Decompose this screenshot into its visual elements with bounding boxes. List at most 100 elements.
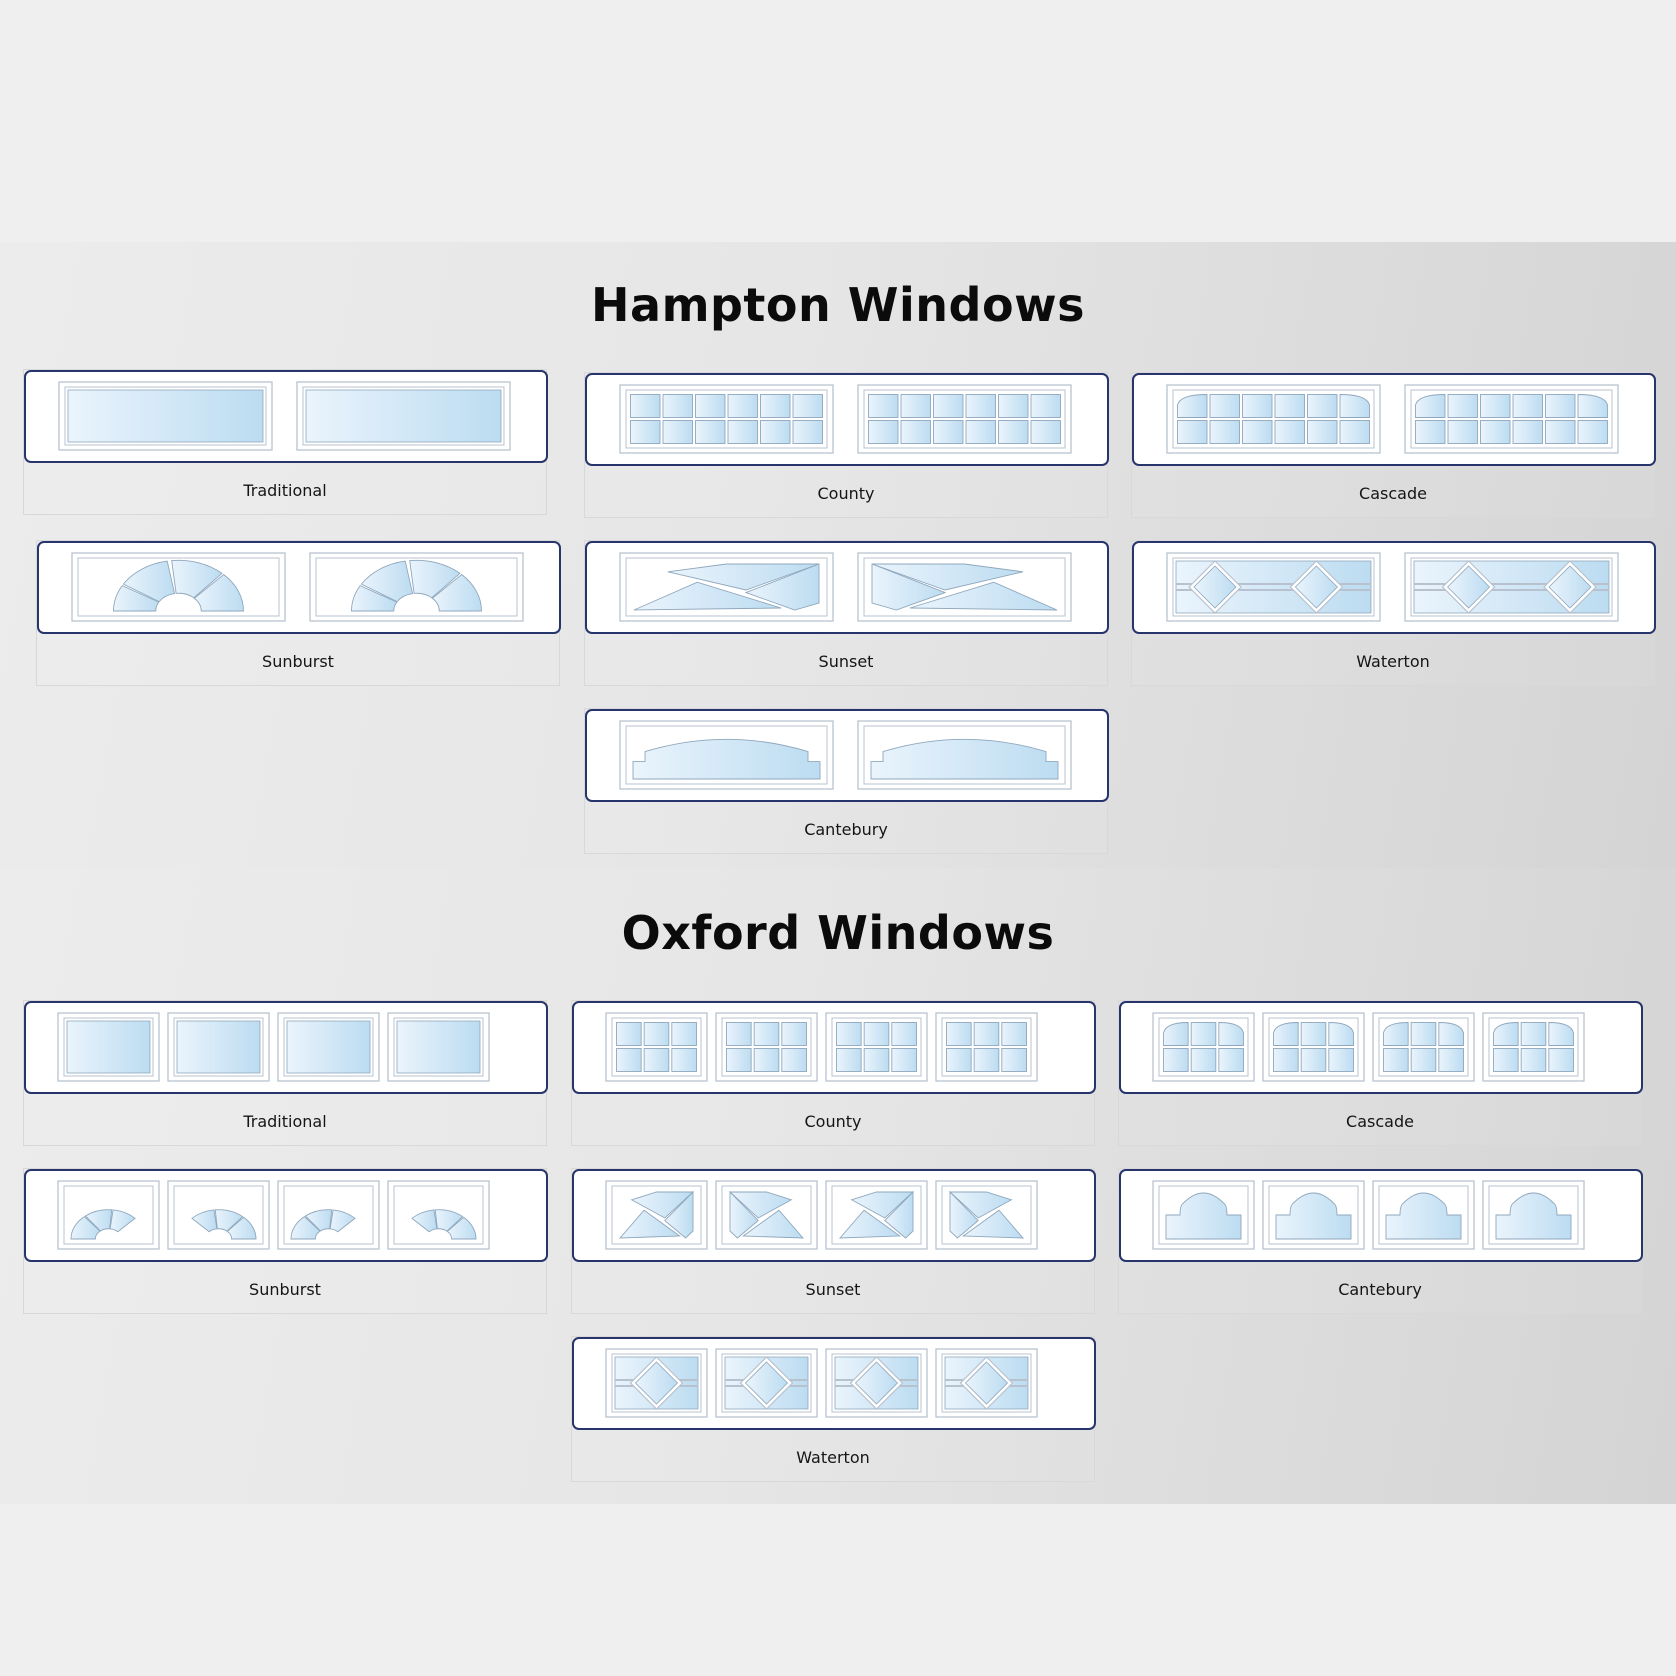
cantebury-window-panel — [585, 709, 1109, 802]
sunburst-window-panel — [24, 1169, 548, 1262]
traditional-window-panel — [24, 370, 548, 463]
oxford-traditional-option[interactable]: Traditional — [23, 1000, 548, 1146]
oxford-cantebury-option[interactable]: Cantebury — [1118, 1168, 1643, 1314]
cascade-label: Cascade — [1346, 1112, 1414, 1131]
sunset-window-illustration — [619, 552, 1072, 622]
sunburst-window-pane-4 — [387, 1180, 490, 1250]
waterton-window-panel — [572, 1337, 1096, 1430]
county-window-pane-1 — [605, 1012, 708, 1082]
waterton-window-pane-2 — [715, 1348, 818, 1418]
county-window-pane-2 — [715, 1012, 818, 1082]
county-window-illustration — [619, 384, 1072, 454]
cantebury-window-pane-3 — [1372, 1180, 1475, 1250]
traditional-window-pane-1 — [58, 381, 273, 451]
sunburst-label: Sunburst — [262, 652, 334, 671]
sunburst-window-pane-3 — [277, 1180, 380, 1250]
waterton-window-pane-1 — [1166, 552, 1381, 622]
section-title-oxford: Oxford Windows — [621, 906, 1055, 960]
sunburst-window-panel — [37, 541, 561, 634]
sunset-window-panel — [572, 1169, 1096, 1262]
county-window-panel — [585, 373, 1109, 466]
hampton-sunset-option[interactable]: Sunset — [584, 540, 1109, 686]
county-label: County — [804, 1112, 862, 1131]
waterton-label: Waterton — [1356, 652, 1430, 671]
section-title-hampton: Hampton Windows — [591, 278, 1085, 332]
cantebury-label: Cantebury — [1338, 1280, 1422, 1299]
sunburst-window-pane-2 — [309, 552, 524, 622]
sunburst-window-pane-1 — [57, 1180, 160, 1250]
sunburst-window-pane-1 — [71, 552, 286, 622]
waterton-window-panel — [1132, 541, 1656, 634]
cascade-window-pane-2 — [1404, 384, 1619, 454]
traditional-window-pane-2 — [296, 381, 511, 451]
cantebury-window-pane-4 — [1482, 1180, 1585, 1250]
county-window-pane-3 — [825, 1012, 928, 1082]
sunset-window-pane-1 — [605, 1180, 708, 1250]
sunset-label: Sunset — [818, 652, 874, 671]
hampton-cascade-option[interactable]: Cascade — [1131, 372, 1656, 518]
waterton-window-illustration — [605, 1348, 1038, 1418]
county-window-illustration — [605, 1012, 1038, 1082]
hampton-cantebury-option[interactable]: Cantebury — [584, 708, 1109, 854]
waterton-window-illustration — [1166, 552, 1619, 622]
oxford-sunset-option[interactable]: Sunset — [571, 1168, 1096, 1314]
sunset-window-pane-4 — [935, 1180, 1038, 1250]
cascade-window-pane-4 — [1482, 1012, 1585, 1082]
oxford-waterton-option[interactable]: Waterton — [571, 1336, 1096, 1482]
cantebury-window-pane-1 — [1152, 1180, 1255, 1250]
traditional-label: Traditional — [243, 1112, 327, 1131]
county-label: County — [817, 484, 875, 503]
cascade-window-illustration — [1166, 384, 1619, 454]
cascade-window-pane-2 — [1262, 1012, 1365, 1082]
waterton-window-pane-4 — [935, 1348, 1038, 1418]
county-window-pane-1 — [619, 384, 834, 454]
waterton-window-pane-2 — [1404, 552, 1619, 622]
cascade-window-panel — [1119, 1001, 1643, 1094]
sunburst-label: Sunburst — [249, 1280, 321, 1299]
sunburst-window-pane-2 — [167, 1180, 270, 1250]
cantebury-window-pane-2 — [1262, 1180, 1365, 1250]
sunset-label: Sunset — [805, 1280, 861, 1299]
cascade-window-pane-1 — [1166, 384, 1381, 454]
traditional-window-pane-1 — [57, 1012, 160, 1082]
hampton-sunburst-option[interactable]: Sunburst — [36, 540, 561, 686]
traditional-window-pane-4 — [387, 1012, 490, 1082]
traditional-window-pane-2 — [167, 1012, 270, 1082]
hampton-traditional-option[interactable]: Traditional — [23, 369, 548, 515]
county-window-panel — [572, 1001, 1096, 1094]
cascade-window-illustration — [1152, 1012, 1585, 1082]
cantebury-label: Cantebury — [804, 820, 888, 839]
sunset-window-pane-1 — [619, 552, 834, 622]
cascade-window-pane-1 — [1152, 1012, 1255, 1082]
hampton-waterton-option[interactable]: Waterton — [1131, 540, 1656, 686]
waterton-label: Waterton — [796, 1448, 870, 1467]
sunburst-window-illustration — [71, 552, 524, 622]
traditional-window-panel — [24, 1001, 548, 1094]
cantebury-window-pane-1 — [619, 720, 834, 790]
sunburst-window-illustration — [57, 1180, 490, 1250]
cantebury-window-panel — [1119, 1169, 1643, 1262]
sunset-window-pane-2 — [857, 552, 1072, 622]
traditional-window-illustration — [58, 381, 511, 451]
cascade-label: Cascade — [1359, 484, 1427, 503]
cascade-window-pane-3 — [1372, 1012, 1475, 1082]
county-window-pane-2 — [857, 384, 1072, 454]
traditional-label: Traditional — [243, 481, 327, 500]
traditional-window-illustration — [57, 1012, 490, 1082]
cantebury-window-illustration — [1152, 1180, 1585, 1250]
sunset-window-pane-3 — [825, 1180, 928, 1250]
waterton-window-pane-1 — [605, 1348, 708, 1418]
oxford-county-option[interactable]: County — [571, 1000, 1096, 1146]
county-window-pane-4 — [935, 1012, 1038, 1082]
oxford-cascade-option[interactable]: Cascade — [1118, 1000, 1643, 1146]
sunset-window-illustration — [605, 1180, 1038, 1250]
waterton-window-pane-3 — [825, 1348, 928, 1418]
traditional-window-pane-3 — [277, 1012, 380, 1082]
sunset-window-panel — [585, 541, 1109, 634]
sunset-window-pane-2 — [715, 1180, 818, 1250]
cantebury-window-illustration — [619, 720, 1072, 790]
oxford-sunburst-option[interactable]: Sunburst — [23, 1168, 548, 1314]
hampton-county-option[interactable]: County — [584, 372, 1109, 518]
cascade-window-panel — [1132, 373, 1656, 466]
cantebury-window-pane-2 — [857, 720, 1072, 790]
